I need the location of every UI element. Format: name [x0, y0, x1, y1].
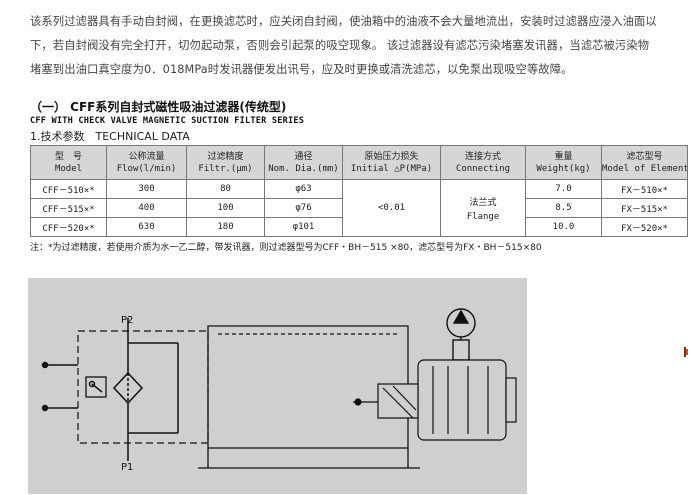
cell-weight: 7.0 — [525, 179, 602, 199]
check-valve-spring — [91, 383, 103, 393]
cell-model: CFF－510×* — [30, 179, 107, 199]
table-row: CFF－520×* 630 180 φ101 10.0 FX－520×* — [30, 217, 688, 237]
cell-flow: 630 — [106, 217, 187, 237]
section-title: （一） CFF系列自封式磁性吸油过滤器(传统型) — [30, 100, 287, 114]
cell-flow: 400 — [106, 198, 187, 218]
cell-filtration: 80 — [186, 179, 265, 199]
cell-diameter: φ101 — [264, 217, 343, 237]
core-hatch-2 — [392, 385, 417, 411]
cell-model: CFF－520×* — [30, 217, 107, 237]
signal-port-1 — [41, 361, 49, 369]
table-row: CFF－510×* 300 80 φ63 <0.01 法兰式 Flange 7.… — [30, 179, 688, 237]
cell-element: FX－510×* — [601, 179, 688, 199]
signal-port-2 — [41, 404, 49, 412]
cell-weight: 10.0 — [525, 217, 602, 237]
cell-weight: 8.5 — [525, 198, 602, 218]
installation-diagram: P2 P1 — [28, 278, 527, 494]
valve-knob — [354, 398, 362, 406]
flange-plate — [505, 377, 517, 423]
filter-assembly — [353, 359, 517, 441]
filter-diamond — [112, 371, 144, 405]
diagram-svg: P2 P1 — [41, 308, 517, 473]
cell-element: FX－520×* — [601, 217, 688, 237]
filter-housing — [417, 359, 507, 441]
intro-line-2: 下，若自封阀没有完全打开，切勿起动泵，否则会引起泵的吸空现象。 该过滤器设有滤芯… — [30, 39, 650, 52]
cell-filtration: 100 — [186, 198, 265, 218]
port-label-p1: P1 — [121, 462, 133, 473]
core-hatch-1 — [382, 387, 414, 419]
check-valve-ball — [88, 380, 96, 388]
intro-line-1: 该系列过滤器具有手动自封阀，在更换滤芯时，应关闭自封阀，使油箱中的油液不会大量地… — [30, 15, 657, 28]
table-note: 注：*为过滤精度，若使用介质为水一乙二醇，带发讯器，则过滤器型号为CFF・BH－… — [30, 243, 542, 253]
cell-filtration: 180 — [186, 217, 265, 237]
cell-model: CFF－515×* — [30, 198, 107, 218]
cell-connecting: 法兰式 Flange — [440, 179, 526, 237]
hydraulic-symbol — [41, 318, 209, 461]
check-valve-box — [85, 376, 107, 398]
cell-pressure-loss: <0.01 — [342, 179, 441, 237]
intro-line-3: 堵塞到出油口真空度为0．018MPa时发讯器便发出讯号，应及时更换或清洗滤芯，以… — [30, 63, 573, 76]
pump-pipe-body — [452, 339, 470, 361]
port-label-p2: P2 — [121, 315, 133, 326]
cell-flow: 300 — [106, 179, 187, 199]
pump-symbol — [446, 308, 476, 361]
cell-element: FX－515×* — [601, 198, 688, 218]
pump-arrow — [452, 309, 470, 324]
technical-data-heading: 1.技术参数 TECHNICAL DATA — [30, 130, 190, 143]
cell-diameter: φ63 — [264, 179, 343, 199]
oil-tank — [198, 325, 420, 469]
symbol-enclosure — [77, 330, 209, 444]
section-subtitle: CFF WITH CHECK VALVE MAGNETIC SUCTION FI… — [30, 116, 305, 126]
intro-paragraph: 该系列过滤器具有手动自封阀，在更换滤芯时，应关闭自封阀，使油箱中的油液不会大量地… — [30, 10, 690, 82]
scroll-edge-icon — [684, 347, 688, 357]
cell-diameter: φ76 — [264, 198, 343, 218]
